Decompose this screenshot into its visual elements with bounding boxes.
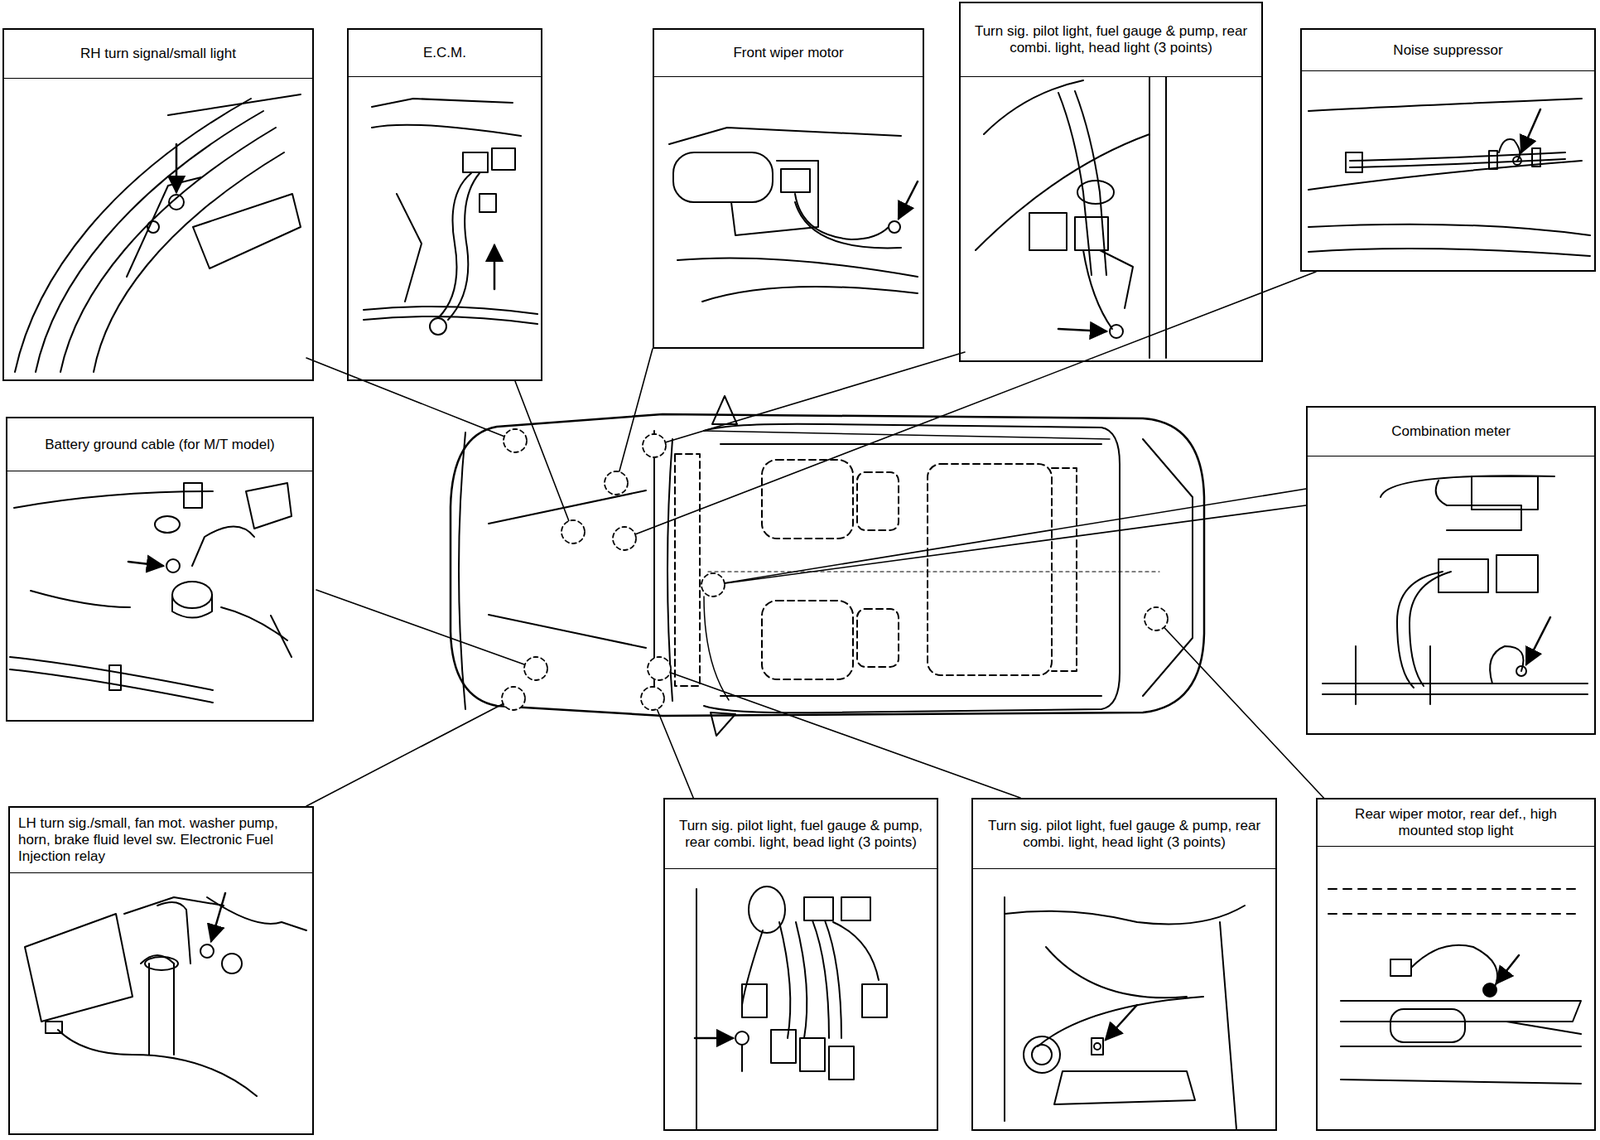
panel-sketch — [1308, 98, 1591, 256]
panel-sketch — [9, 482, 292, 703]
panel-sketch — [1004, 896, 1245, 1129]
panel-title: Rear wiper motor, rear def., high mounte… — [1325, 805, 1586, 839]
panel-header: LH turn sig./small, fan mot. washer pump… — [9, 807, 313, 873]
panel-sketch — [669, 127, 918, 302]
panel-title: LH turn sig./small, fan mot. washer pump… — [18, 814, 304, 865]
callout-panel: Front wiper motor — [652, 28, 925, 349]
panel-header: Turn sig. pilot light, fuel gauge & pump… — [973, 799, 1276, 869]
panel-header: RH turn signal/small light — [4, 29, 313, 79]
panel-title: Noise suppressor — [1310, 42, 1586, 59]
panel-sketch — [14, 94, 301, 372]
panel-sketch — [1328, 888, 1581, 1084]
panel-header: Front wiper motor — [654, 29, 923, 78]
panel-header: Noise suppressor — [1301, 29, 1595, 72]
panel-title: Front wiper motor — [662, 44, 915, 62]
panel-title: Turn sig. pilot light, fuel gauge & pump… — [968, 23, 1254, 57]
panel-header: Battery ground cable (for M/T model) — [7, 418, 313, 472]
callout-panel: LH turn sig./small, fan mot. washer pump… — [8, 805, 314, 1135]
callout-panel: Turn sig. pilot light, fuel gauge & pump… — [959, 1, 1263, 362]
panel-title: RH turn signal/small light — [12, 45, 304, 63]
callout-panel: Turn sig. pilot light, fuel gauge & pump… — [663, 797, 939, 1131]
callout-panel: E.C.M. — [346, 28, 543, 381]
ground-point-circles — [501, 428, 1168, 710]
panel-sketch — [1322, 475, 1588, 704]
leader-lines — [306, 271, 1327, 806]
callout-panel: Rear wiper motor, rear def., high mounte… — [1315, 797, 1596, 1131]
callout-panel: Turn sig. pilot light, fuel gauge & pump… — [971, 797, 1278, 1131]
panel-header: Turn sig. pilot light, fuel gauge & pump… — [960, 3, 1262, 78]
panel-sketch — [975, 67, 1167, 358]
panel-header: Rear wiper motor, rear def., high mounte… — [1317, 799, 1595, 847]
panel-title: E.C.M. — [356, 44, 533, 62]
panel-sketch — [363, 98, 538, 335]
panel-header: Turn sig. pilot light, fuel gauge & pump… — [665, 799, 937, 869]
callout-panel: RH turn signal/small light — [2, 28, 314, 381]
callout-panel: Combination meter — [1306, 405, 1596, 735]
panel-title: Combination meter — [1315, 423, 1586, 440]
panel-sketch — [24, 892, 307, 1096]
panel-sketch — [694, 886, 887, 1129]
panel-header: E.C.M. — [348, 29, 541, 78]
panel-header: Combination meter — [1307, 407, 1595, 457]
panel-title: Turn sig. pilot light, fuel gauge & pump… — [981, 817, 1268, 851]
panel-title: Turn sig. pilot light, fuel gauge & pump… — [673, 817, 929, 851]
panel-title: Battery ground cable (for M/T model) — [15, 436, 304, 454]
callout-panel: Noise suppressor — [1300, 28, 1596, 272]
callout-panel: Battery ground cable (for M/T model) — [5, 416, 314, 722]
